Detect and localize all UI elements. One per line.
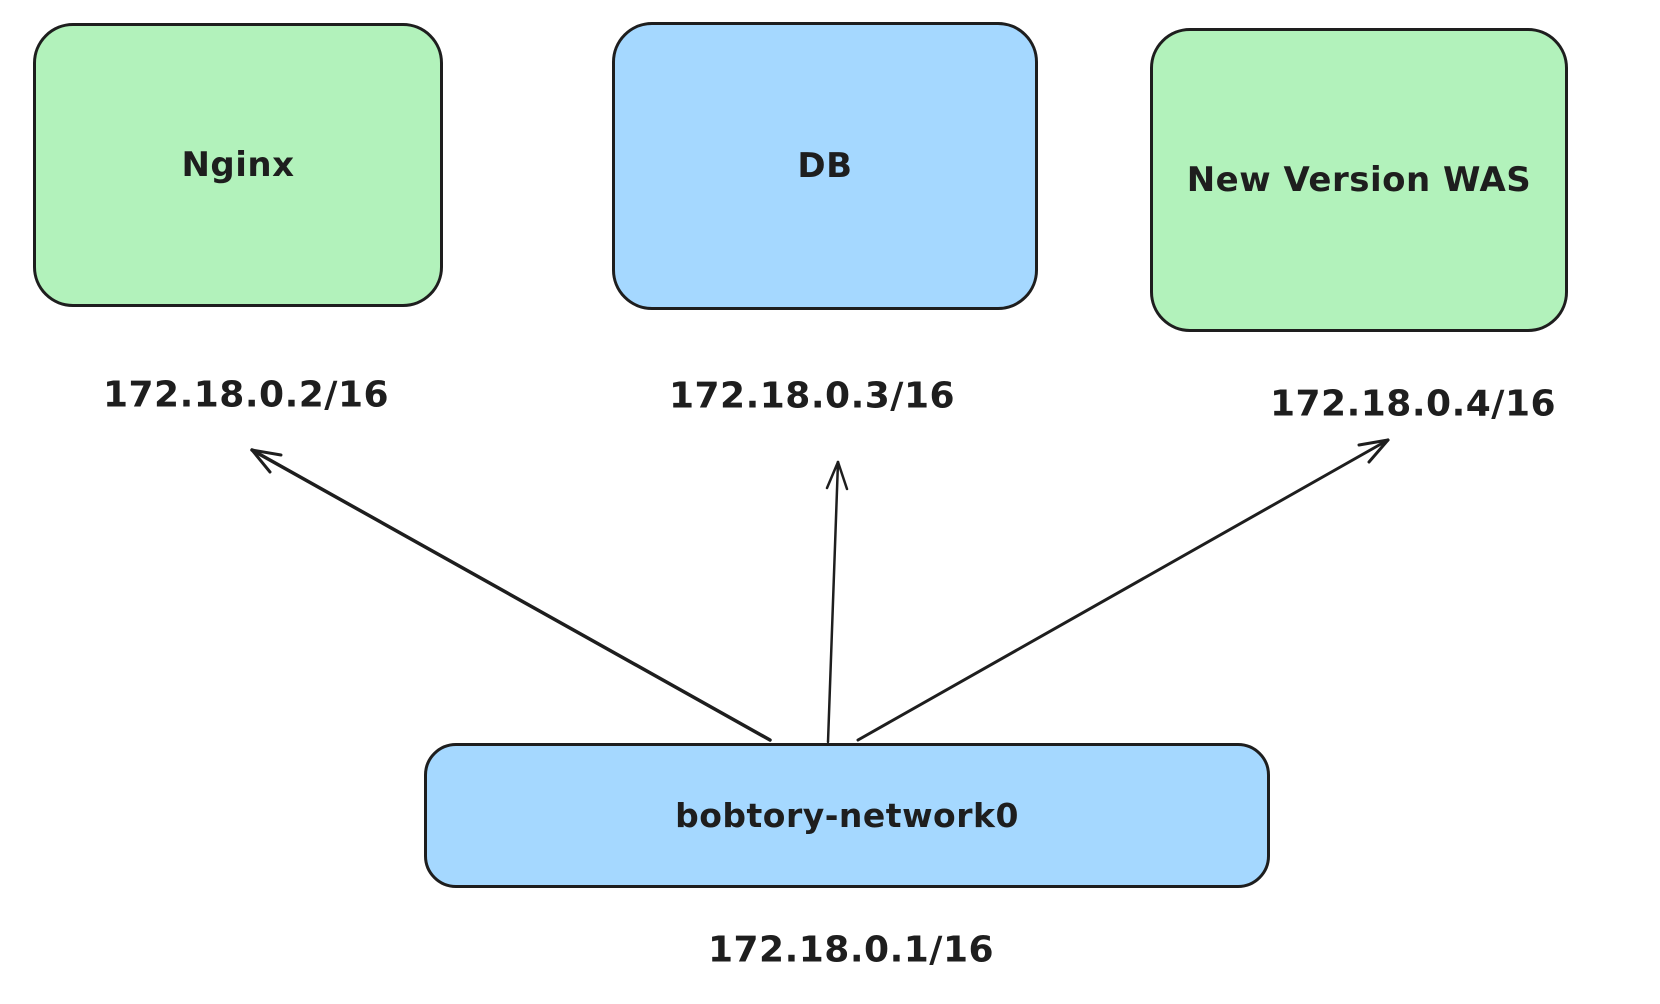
node-nginx: Nginx: [33, 23, 443, 307]
arrow-network-to-was: [856, 438, 1390, 742]
arrow-network-to-nginx: [250, 448, 772, 742]
node-was: New Version WAS: [1150, 28, 1568, 332]
ip-label-was: 172.18.0.4/16: [1269, 383, 1557, 425]
node-db-label: DB: [797, 146, 853, 186]
node-network-label: bobtory-network0: [675, 796, 1019, 835]
ip-label-network: 172.18.0.1/16: [707, 929, 995, 971]
arrow-network-to-db: [825, 460, 849, 744]
ip-label-db: 172.18.0.3/16: [668, 375, 956, 417]
node-db: DB: [612, 22, 1038, 310]
ip-label-nginx: 172.18.0.2/16: [102, 374, 390, 416]
node-nginx-label: Nginx: [181, 145, 295, 185]
node-network: bobtory-network0: [424, 743, 1270, 888]
node-was-label: New Version WAS: [1186, 160, 1532, 200]
